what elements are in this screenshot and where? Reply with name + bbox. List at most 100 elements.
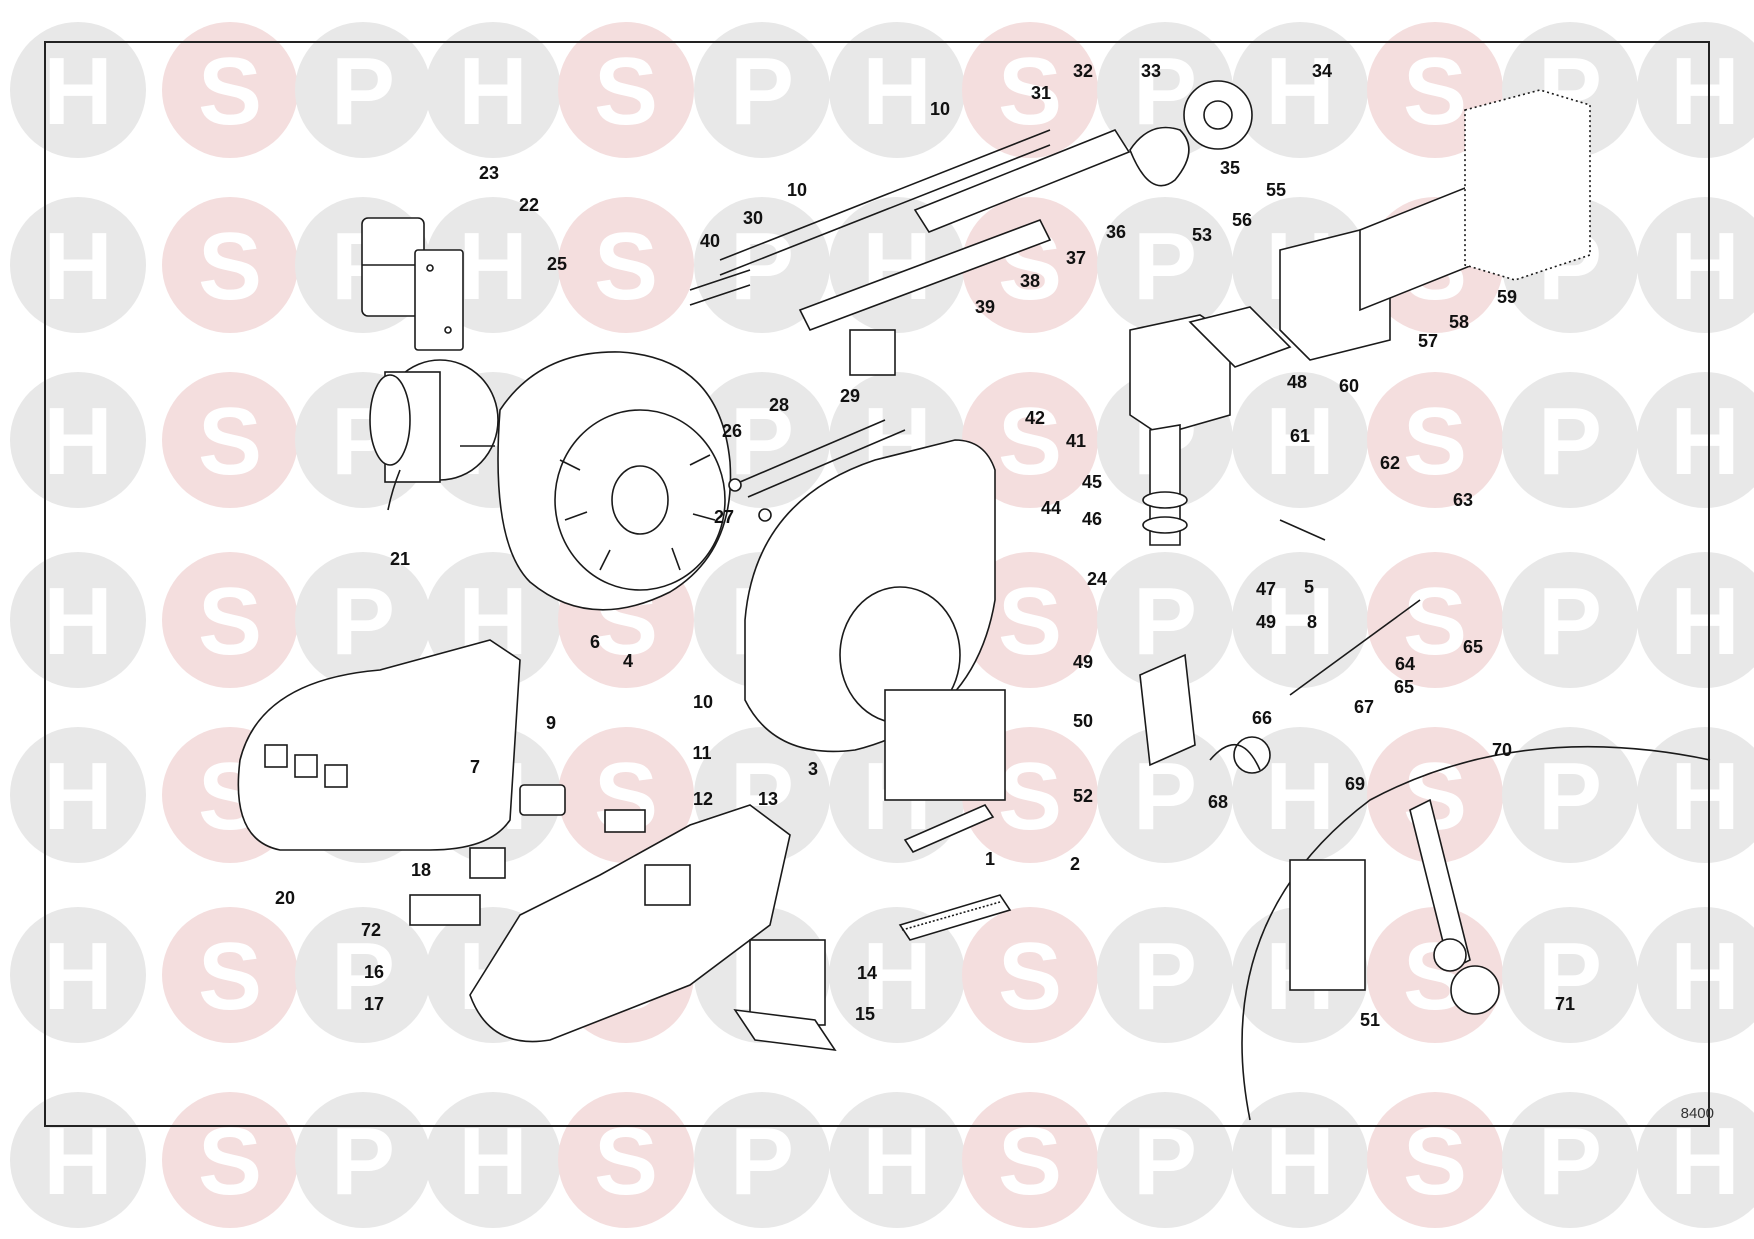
watermark-circle bbox=[1097, 907, 1233, 1043]
callout-65: 65 bbox=[1394, 677, 1414, 697]
callout-9: 9 bbox=[546, 713, 556, 733]
servo-linkage bbox=[1139, 519, 1421, 774]
callout-7: 7 bbox=[470, 757, 480, 777]
callout-62: 62 bbox=[1380, 453, 1400, 473]
watermark-letter: H bbox=[43, 388, 112, 495]
watermark-circle bbox=[1502, 907, 1638, 1043]
watermark-letter: H bbox=[43, 38, 112, 145]
callout-51: 51 bbox=[1360, 1010, 1380, 1030]
callout-41: 41 bbox=[1066, 431, 1086, 451]
fan-motor bbox=[369, 359, 499, 511]
callout-59: 59 bbox=[1497, 287, 1517, 307]
callout-10: 10 bbox=[930, 99, 950, 119]
watermark-circle bbox=[694, 22, 830, 158]
watermark-letter: P bbox=[331, 568, 395, 675]
callout-69: 69 bbox=[1345, 774, 1365, 794]
watermark-circle bbox=[162, 197, 298, 333]
watermark-letter: P bbox=[1133, 213, 1197, 320]
watermark-circle bbox=[1097, 727, 1233, 863]
watermark-circle bbox=[962, 22, 1098, 158]
callout-70: 70 bbox=[1492, 740, 1512, 760]
callout-65: 65 bbox=[1463, 637, 1483, 657]
drawing-parts bbox=[237, 80, 1711, 1121]
blast-tube-assembly bbox=[689, 80, 1253, 376]
watermark-circle bbox=[1232, 372, 1368, 508]
callout-64: 64 bbox=[1395, 654, 1415, 674]
callout-49: 49 bbox=[1256, 612, 1276, 632]
watermark-letter: S bbox=[1403, 38, 1467, 145]
callout-10: 10 bbox=[787, 180, 807, 200]
callout-32: 32 bbox=[1073, 61, 1093, 81]
watermark-letter: P bbox=[730, 38, 794, 145]
callout-4: 4 bbox=[623, 651, 633, 671]
callout-66: 66 bbox=[1252, 708, 1272, 728]
watermark-circle bbox=[962, 197, 1098, 333]
watermark-letter: H bbox=[1670, 38, 1739, 145]
oil-pump-head bbox=[1129, 306, 1292, 546]
watermark-letter: P bbox=[331, 38, 395, 145]
watermark-circle bbox=[162, 22, 298, 158]
callout-33: 33 bbox=[1141, 61, 1161, 81]
watermark-letter: S bbox=[1403, 568, 1467, 675]
watermark-circle bbox=[1502, 552, 1638, 688]
callout-36: 36 bbox=[1106, 222, 1126, 242]
callout-14: 14 bbox=[857, 963, 877, 983]
callout-31: 31 bbox=[1031, 83, 1051, 103]
watermark-letter: P bbox=[1133, 568, 1197, 675]
callout-40: 40 bbox=[700, 231, 720, 251]
watermark-circle bbox=[295, 22, 431, 158]
watermark-letter: P bbox=[1538, 923, 1602, 1030]
watermark-letter: H bbox=[1265, 743, 1334, 850]
watermark-letter: P bbox=[331, 923, 395, 1030]
callout-61: 61 bbox=[1290, 426, 1310, 446]
watermark-letter: S bbox=[198, 213, 262, 320]
callout-52: 52 bbox=[1073, 786, 1093, 806]
watermark-circle bbox=[1637, 727, 1754, 863]
watermark-letter: S bbox=[594, 38, 658, 145]
callout-22: 22 bbox=[519, 195, 539, 215]
callout-72: 72 bbox=[361, 920, 381, 940]
callout-58: 58 bbox=[1449, 312, 1469, 332]
watermark-circle bbox=[558, 197, 694, 333]
callout-56: 56 bbox=[1232, 210, 1252, 230]
callout-15: 15 bbox=[855, 1004, 875, 1024]
watermark-letter: S bbox=[998, 743, 1062, 850]
watermark-circle bbox=[558, 727, 694, 863]
watermark-letter: S bbox=[998, 568, 1062, 675]
callout-25: 25 bbox=[547, 254, 567, 274]
callout-28: 28 bbox=[769, 395, 789, 415]
callout-63: 63 bbox=[1453, 490, 1473, 510]
callout-1: 1 bbox=[985, 849, 995, 869]
callout-42: 42 bbox=[1025, 408, 1045, 428]
watermark-letter: H bbox=[862, 923, 931, 1030]
callout-49: 49 bbox=[1073, 652, 1093, 672]
callout-30: 30 bbox=[743, 208, 763, 228]
callout-21: 21 bbox=[390, 549, 410, 569]
watermark-circle bbox=[1637, 197, 1754, 333]
watermark-letter: S bbox=[998, 923, 1062, 1030]
callout-24: 24 bbox=[1087, 569, 1107, 589]
callout-23: 23 bbox=[479, 163, 499, 183]
watermark-letter: H bbox=[458, 213, 527, 320]
watermark-letter: P bbox=[1133, 923, 1197, 1030]
watermark-letter: S bbox=[198, 38, 262, 145]
watermark-circle bbox=[1232, 552, 1368, 688]
callout-5: 5 bbox=[1304, 577, 1314, 597]
watermark-letter: H bbox=[1670, 743, 1739, 850]
watermark-letter: P bbox=[730, 388, 794, 495]
callout-60: 60 bbox=[1339, 376, 1359, 396]
watermark-circle bbox=[962, 907, 1098, 1043]
watermark-circle bbox=[1097, 552, 1233, 688]
callout-46: 46 bbox=[1082, 509, 1102, 529]
burner-cover bbox=[237, 639, 521, 851]
callout-29: 29 bbox=[840, 386, 860, 406]
callout-18: 18 bbox=[411, 860, 431, 880]
watermark-circle bbox=[1097, 197, 1233, 333]
watermark-circle bbox=[295, 552, 431, 688]
watermark-circle bbox=[1637, 372, 1754, 508]
control-base-plate bbox=[469, 804, 837, 1052]
air-damper-parts bbox=[898, 803, 1012, 941]
callout-12: 12 bbox=[693, 789, 713, 809]
watermark-letter: S bbox=[1403, 388, 1467, 495]
